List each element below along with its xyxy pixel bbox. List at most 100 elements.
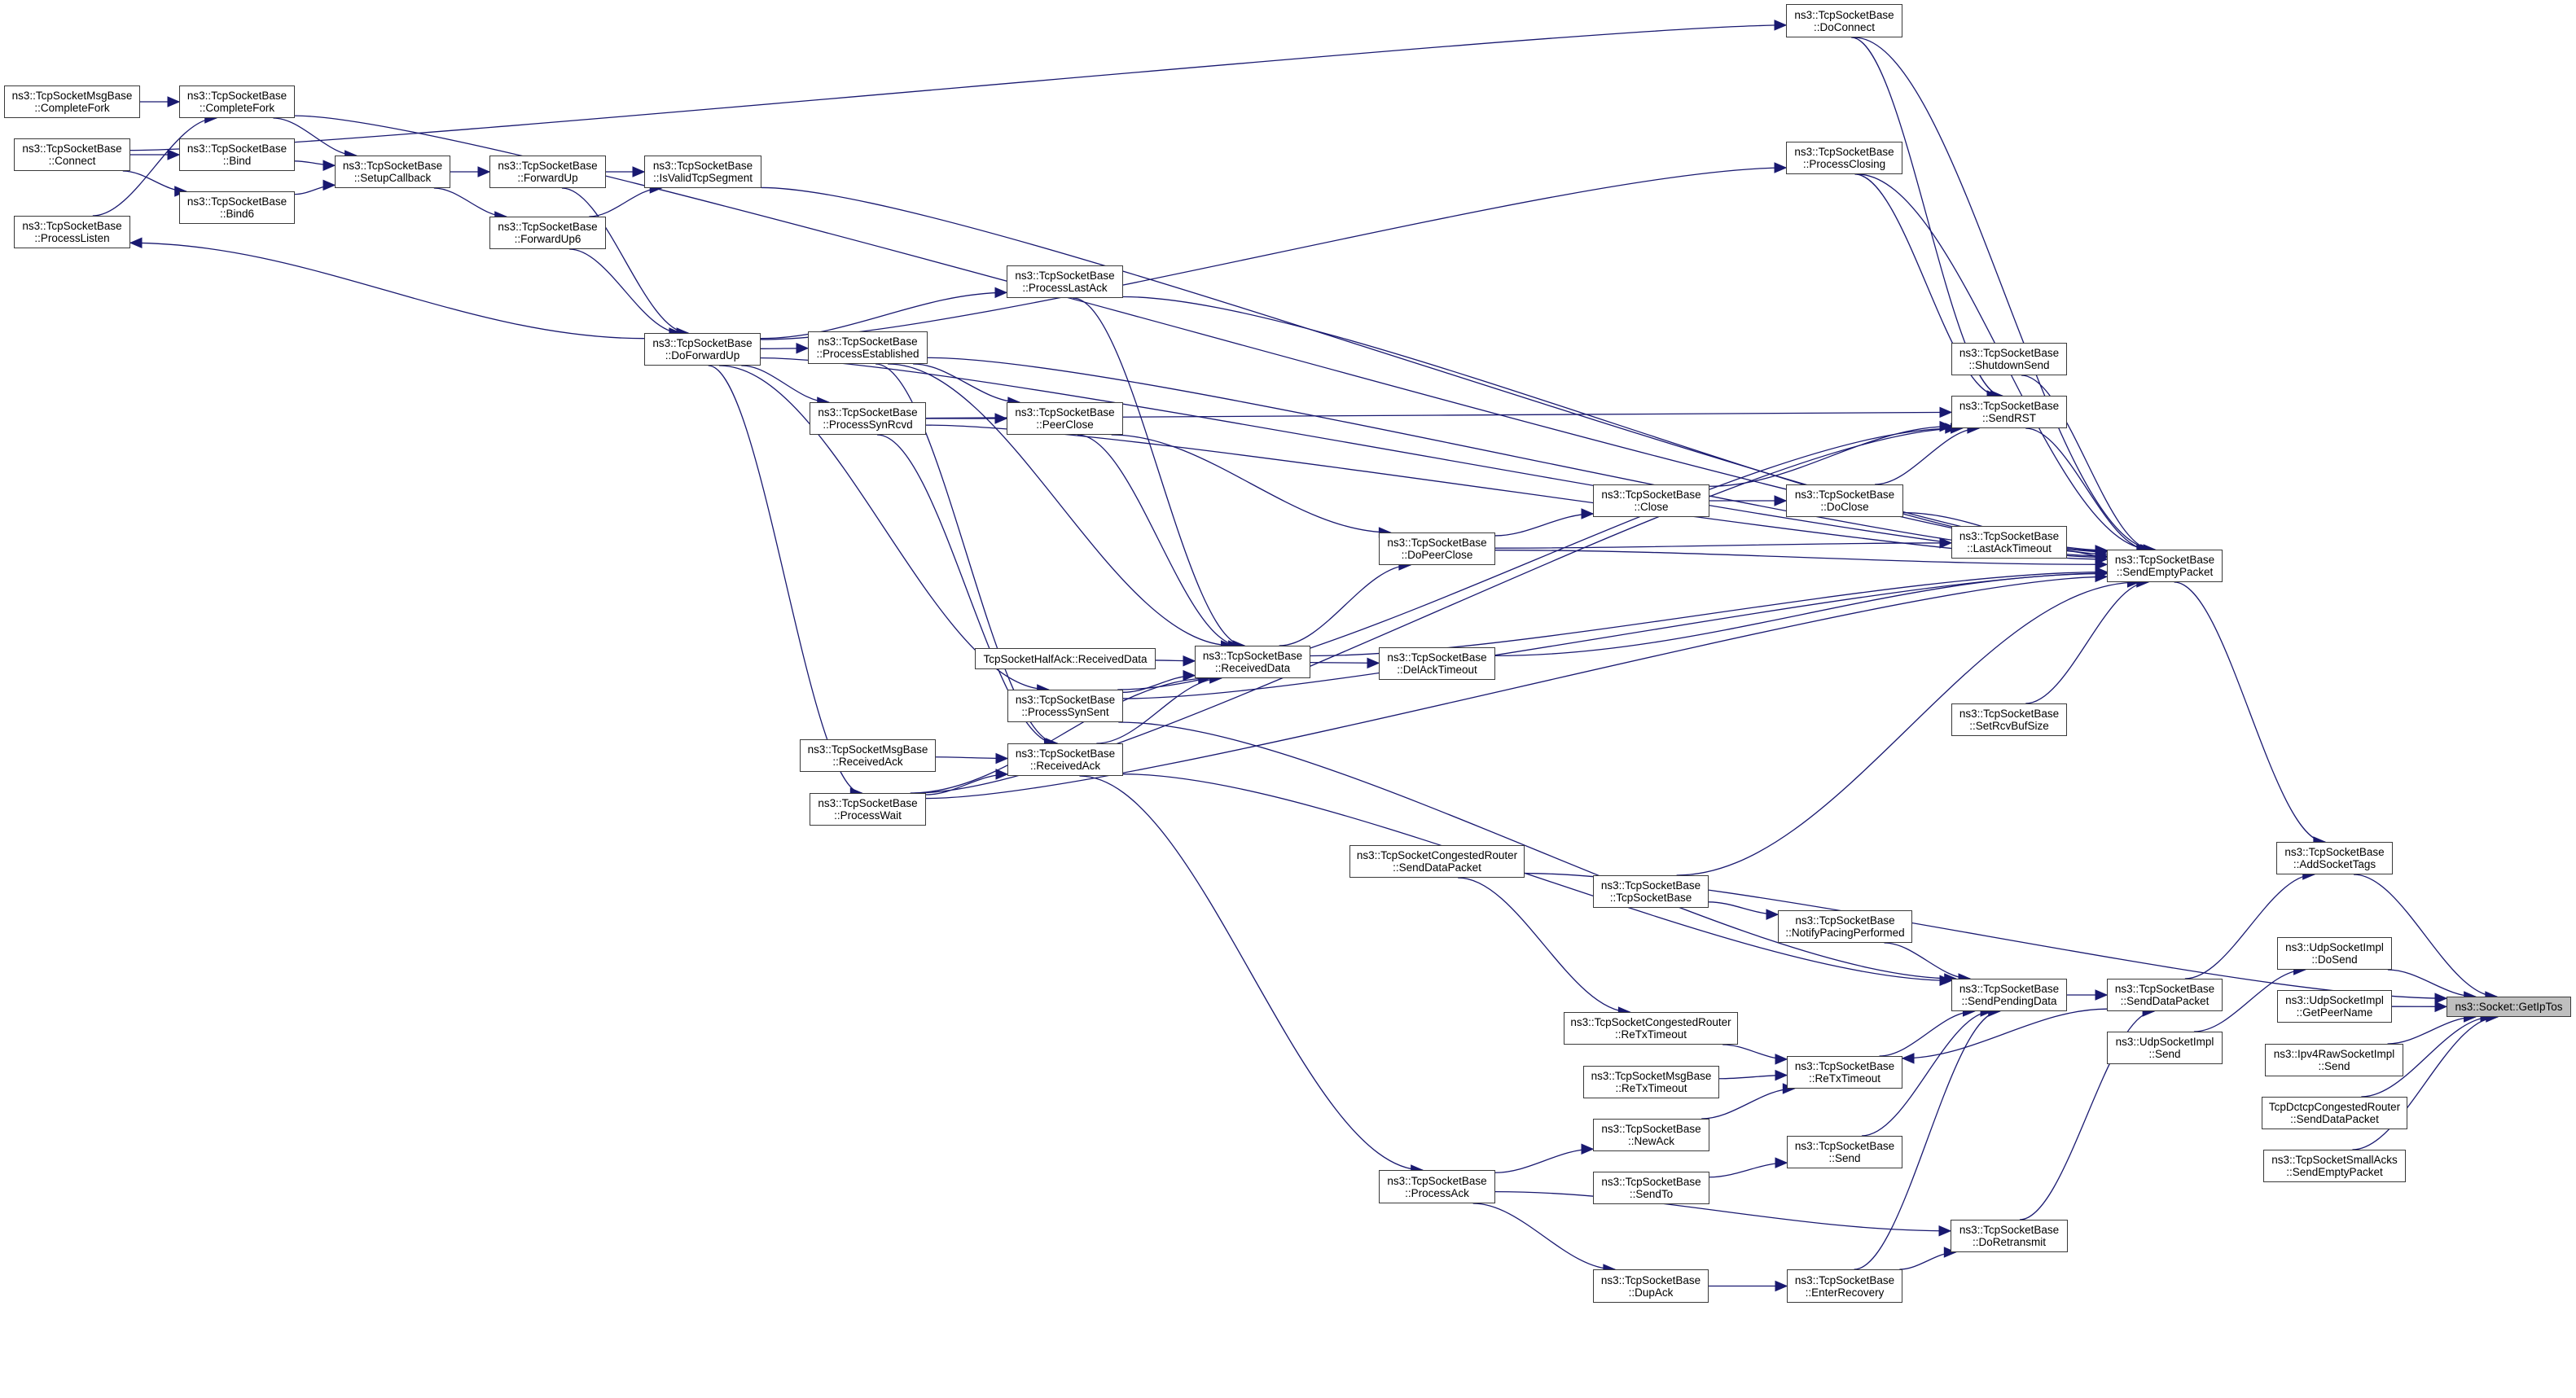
node-label-line2: ::ReTxTimeout: [1614, 1028, 1687, 1041]
call-edge-isvalidtcpsegment-to-sendemptypacket: [761, 186, 2108, 551]
node-label-line2: ::DoPeerClose: [1401, 549, 1473, 561]
graph-node-udp-getpeername[interactable]: ns3::UdpSocketImpl::GetPeerName: [2277, 990, 2392, 1023]
graph-node-senddatapacket[interactable]: ns3::TcpSocketBase::SendDataPacket: [2107, 979, 2223, 1011]
node-label-line2: ::ProcessAck: [1405, 1186, 1469, 1199]
node-label-line2: ::Close: [1634, 501, 1669, 513]
arrowhead-icon: [1775, 1157, 1788, 1168]
arrowhead-icon: [1938, 1225, 1952, 1237]
graph-node-bind6[interactable]: ns3::TcpSocketBase::Bind6: [179, 191, 295, 224]
node-label-line2: ::SendEmptyPacket: [2286, 1166, 2383, 1178]
call-edge-sendrst-to-sendemptypacket: [2025, 427, 2148, 550]
arrowhead-icon: [1581, 508, 1595, 519]
graph-node-sendto[interactable]: ns3::TcpSocketBase::SendTo: [1593, 1172, 1709, 1204]
graph-node-dupack[interactable]: ns3::TcpSocketBase::DupAck: [1593, 1269, 1709, 1303]
graph-node-tcpsocketbase-ctor[interactable]: ns3::TcpSocketBase::TcpSocketBase: [1593, 875, 1709, 908]
graph-node-retxtimeout[interactable]: ns3::TcpSocketBase::ReTxTimeout: [1787, 1056, 1902, 1089]
graph-node-forwardup6[interactable]: ns3::TcpSocketBase::ForwardUp6: [489, 217, 606, 249]
graph-node-enterrecovery[interactable]: ns3::TcpSocketBase::EnterRecovery: [1787, 1269, 1902, 1303]
graph-node-cr-retxtimeout[interactable]: ns3::TcpSocketCongestedRouter::ReTxTimeo…: [1564, 1012, 1738, 1045]
graph-node-lastacktimeout[interactable]: ns3::TcpSocketBase::LastAckTimeout: [1951, 526, 2067, 559]
graph-node-processsynsent[interactable]: ns3::TcpSocketBase::ProcessSynSent: [1007, 690, 1123, 722]
graph-node-doretransmit[interactable]: ns3::TcpSocketBase::DoRetransmit: [1951, 1220, 2068, 1252]
arrowhead-icon: [1774, 162, 1788, 173]
node-label-line2: ::GetPeerName: [2296, 1006, 2373, 1019]
call-edge-delacktimeout-to-sendemptypacket: [1494, 572, 2108, 657]
node-label-line2: ::Bind6: [219, 208, 255, 220]
graph-node-dopeerclose[interactable]: ns3::TcpSocketBase::DoPeerClose: [1379, 532, 1495, 565]
graph-node-setrcvbufsize[interactable]: ns3::TcpSocketBase::SetRcvBufSize: [1951, 703, 2067, 736]
node-label-line1: ns3::TcpSocketBase: [652, 337, 753, 349]
graph-node-close[interactable]: ns3::TcpSocketBase::Close: [1593, 484, 1709, 517]
call-edge-dopeerclose-to-sendemptypacket: [1494, 550, 2108, 565]
node-label-line2: ::DoRetransmit: [1972, 1236, 2047, 1248]
graph-node-smallacks-sendemptypacket[interactable]: ns3::TcpSocketSmallAcks::SendEmptyPacket: [2263, 1150, 2406, 1182]
graph-node-delacktimeout[interactable]: ns3::TcpSocketBase::DelAckTimeout: [1379, 647, 1495, 680]
graph-node-completefork[interactable]: ns3::TcpSocketBase::CompleteFork: [179, 85, 295, 118]
graph-node-cr-senddatapacket[interactable]: ns3::TcpSocketCongestedRouter::SendDataP…: [1349, 845, 1525, 878]
graph-node-udp-dosend[interactable]: ns3::UdpSocketImpl::DoSend: [2277, 937, 2392, 970]
arrowhead-icon: [994, 413, 1008, 424]
graph-node-dctcp-senddatapacket[interactable]: TcpDctcpCongestedRouter::SendDataPacket: [2262, 1097, 2407, 1129]
graph-node-msg-receivedack[interactable]: ns3::TcpSocketMsgBase::ReceivedAck: [800, 739, 936, 772]
graph-node-newack[interactable]: ns3::TcpSocketBase::NewAck: [1593, 1119, 1709, 1151]
arrowhead-icon: [2095, 568, 2109, 580]
graph-node-sendpendingdata[interactable]: ns3::TcpSocketBase::SendPendingData: [1951, 979, 2067, 1011]
graph-node-msg-completefork[interactable]: ns3::TcpSocketMsgBase::CompleteFork: [4, 85, 140, 118]
node-label-line2: ::DelAckTimeout: [1397, 664, 1477, 676]
node-label-line1: TcpSocketHalfAck::ReceivedData: [983, 652, 1148, 665]
call-edge-doforwardup-to-processsynrcvd: [741, 365, 829, 403]
arrowhead-icon: [1774, 20, 1788, 31]
graph-node-peerclose[interactable]: ns3::TcpSocketBase::PeerClose: [1007, 402, 1123, 435]
graph-node-isvalidtcpsegment[interactable]: ns3::TcpSocketBase::IsValidTcpSegment: [644, 156, 761, 188]
graph-node-doconnect[interactable]: ns3::TcpSocketBase::DoConnect: [1786, 4, 1902, 37]
graph-node-receivedack[interactable]: ns3::TcpSocketBase::ReceivedAck: [1007, 743, 1123, 776]
graph-node-ipv4raw-send[interactable]: ns3::Ipv4RawSocketImpl::Send: [2265, 1044, 2403, 1076]
graph-node-processestablished[interactable]: ns3::TcpSocketBase::ProcessEstablished: [808, 331, 928, 364]
graph-node-receiveddata[interactable]: ns3::TcpSocketBase::ReceivedData: [1195, 646, 1310, 678]
graph-node-connect[interactable]: ns3::TcpSocketBase::Connect: [14, 138, 130, 171]
call-edge-dopeerclose-to-close: [1494, 513, 1594, 537]
arrowhead-icon: [1766, 909, 1780, 920]
graph-node-processclosing[interactable]: ns3::TcpSocketBase::ProcessClosing: [1786, 142, 1902, 174]
node-label-line1: ns3::Socket::GetIpTos: [2455, 1001, 2563, 1013]
call-edge-connect-to-doconnect: [129, 24, 1787, 151]
node-label-line2: ::Connect: [48, 155, 96, 167]
graph-node-doforwardup[interactable]: ns3::TcpSocketBase::DoForwardUp: [644, 333, 761, 366]
graph-node-addsockettags[interactable]: ns3::TcpSocketBase::AddSocketTags: [2276, 842, 2393, 874]
graph-node-udp-send[interactable]: ns3::UdpSocketImpl::Send: [2107, 1032, 2223, 1064]
graph-node-setupcallback[interactable]: ns3::TcpSocketBase::SetupCallback: [335, 156, 450, 188]
call-edge-peerclose-to-dopeerclose: [1111, 434, 1391, 533]
graph-node-processsynrcvd[interactable]: ns3::TcpSocketBase::ProcessSynRcvd: [810, 402, 926, 435]
graph-node-shutdownsend[interactable]: ns3::TcpSocketBase::ShutdownSend: [1951, 343, 2067, 375]
graph-node-notifypacingperformed[interactable]: ns3::TcpSocketBase::NotifyPacingPerforme…: [1778, 910, 1912, 943]
node-label-line1: ns3::TcpSocketBase: [1959, 1224, 2060, 1236]
call-edge-setrcvbufsize-to-sendemptypacket: [2025, 581, 2148, 704]
graph-node-sendemptypacket[interactable]: ns3::TcpSocketBase::SendEmptyPacket: [2107, 550, 2223, 582]
node-label-line1: ns3::TcpSocketBase: [1601, 489, 1701, 501]
graph-node-forwardup[interactable]: ns3::TcpSocketBase::ForwardUp: [489, 156, 606, 188]
graph-node-bind[interactable]: ns3::TcpSocketBase::Bind: [179, 138, 295, 171]
graph-node-processack[interactable]: ns3::TcpSocketBase::ProcessAck: [1379, 1170, 1495, 1203]
graph-node-msg-retxtimeout[interactable]: ns3::TcpSocketMsgBase::ReTxTimeout: [1583, 1066, 1719, 1098]
graph-node-processwait[interactable]: ns3::TcpSocketBase::ProcessWait: [810, 793, 926, 826]
node-label-line1: ns3::TcpSocketBase: [1015, 747, 1116, 760]
graph-node-sendrst[interactable]: ns3::TcpSocketBase::SendRST: [1951, 396, 2067, 428]
call-edge-doconnect-to-sendemptypacket: [1854, 37, 2156, 550]
node-label-line1: ns3::TcpSocketCongestedRouter: [1570, 1016, 1731, 1028]
graph-node-processlisten[interactable]: ns3::TcpSocketBase::ProcessListen: [14, 216, 130, 248]
graph-node-halfack-receiveddata[interactable]: TcpSocketHalfAck::ReceivedData: [975, 648, 1156, 669]
arrowhead-icon: [632, 166, 646, 177]
call-edge-ipv4raw-send-to-getiptos: [2387, 1016, 2476, 1045]
node-label-line1: ns3::TcpSocketBase: [22, 142, 122, 155]
graph-node-getiptos[interactable]: ns3::Socket::GetIpTos: [2447, 997, 2571, 1017]
graph-node-processlastack[interactable]: ns3::TcpSocketBase::ProcessLastAck: [1007, 265, 1123, 298]
node-label-line1: ns3::TcpSocketBase: [652, 160, 753, 172]
call-edge-tcpsocketbase-ctor-to-sendemptypacket: [1676, 581, 2139, 876]
node-label-line2: ::DoForwardUp: [665, 349, 740, 362]
node-label-line1: ns3::TcpSocketBase: [1959, 708, 2060, 720]
graph-node-doclose[interactable]: ns3::TcpSocketBase::DoClose: [1786, 484, 1903, 517]
node-label-line2: ::IsValidTcpSegment: [652, 172, 753, 184]
graph-node-send[interactable]: ns3::TcpSocketBase::Send: [1787, 1136, 1902, 1168]
call-edge-processsynrcvd-to-receivedack: [877, 434, 1056, 744]
